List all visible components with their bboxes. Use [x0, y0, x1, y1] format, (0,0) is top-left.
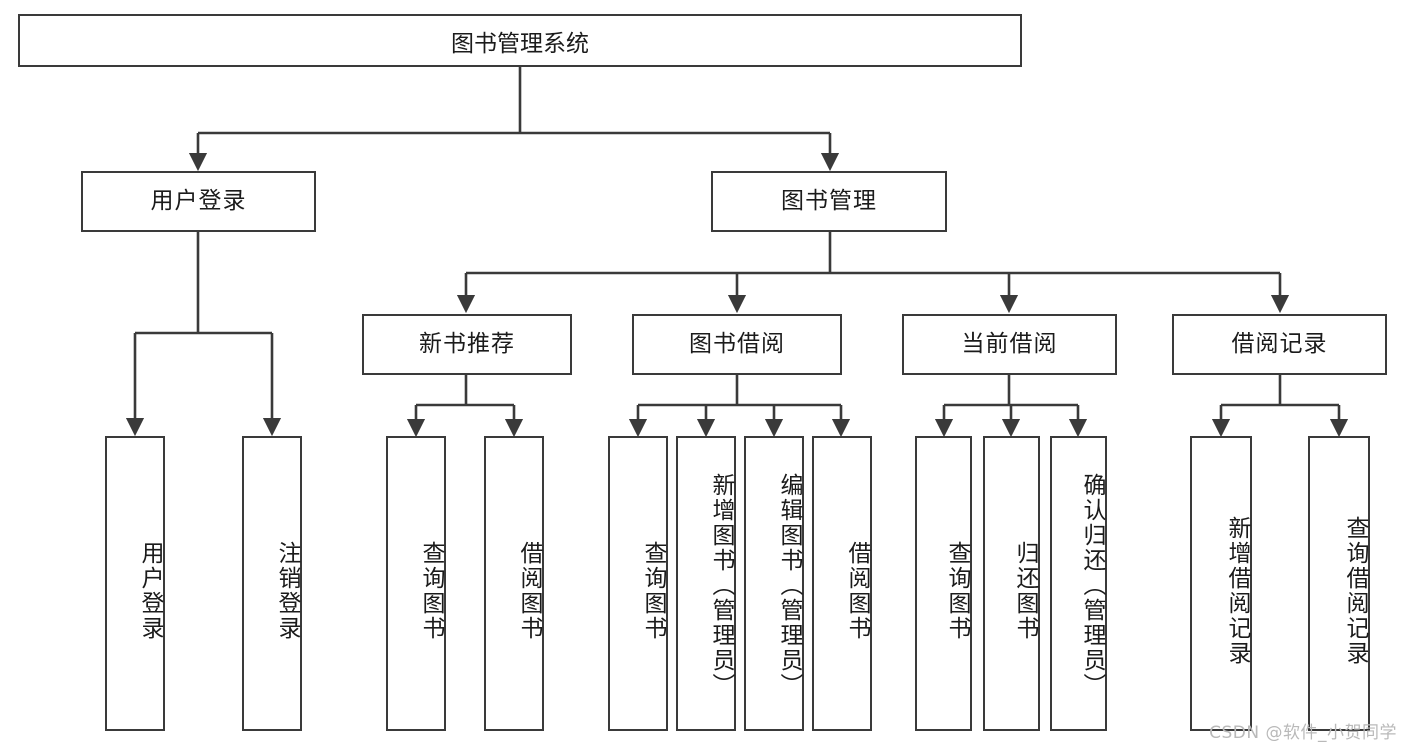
node-new-book-recommend-label: 新书推荐 — [419, 330, 515, 357]
leaf-borrow-book-1-label: 借阅图书 — [516, 540, 542, 641]
leaf-borrow-book-2-label: 借阅图书 — [844, 540, 870, 641]
leaf-logout[interactable]: 注销登录 — [242, 436, 302, 731]
node-book-borrow-label: 图书借阅 — [689, 330, 785, 357]
leaf-borrow-book-2[interactable]: 借阅图书 — [812, 436, 872, 731]
node-book-manage[interactable]: 图书管理 — [711, 171, 947, 232]
leaf-query-record-label: 查询借阅记录 — [1342, 515, 1368, 666]
leaf-add-record-label: 新增借阅记录 — [1224, 515, 1250, 666]
leaf-confirm-return-label: 确认归还（管理员） — [1079, 473, 1105, 698]
leaf-query-book-3-label: 查询图书 — [944, 540, 970, 641]
leaf-query-book-2[interactable]: 查询图书 — [608, 436, 668, 731]
leaf-user-login-label: 用户登录 — [137, 540, 163, 641]
node-current-borrow[interactable]: 当前借阅 — [902, 314, 1117, 375]
leaf-query-book-2-label: 查询图书 — [640, 540, 666, 641]
leaf-add-book[interactable]: 新增图书（管理员） — [676, 436, 736, 731]
node-book-borrow[interactable]: 图书借阅 — [632, 314, 842, 375]
node-borrow-record-label: 借阅记录 — [1231, 330, 1328, 357]
leaf-return-book[interactable]: 归还图书 — [983, 436, 1040, 731]
leaf-edit-book-label: 编辑图书（管理员） — [776, 473, 802, 698]
leaf-confirm-return[interactable]: 确认归还（管理员） — [1050, 436, 1107, 731]
node-user-login-label: 用户登录 — [150, 187, 247, 214]
node-root[interactable]: 图书管理系统 — [18, 14, 1022, 67]
node-current-borrow-label: 当前借阅 — [961, 330, 1058, 357]
node-user-login[interactable]: 用户登录 — [81, 171, 316, 232]
leaf-add-record[interactable]: 新增借阅记录 — [1190, 436, 1252, 731]
leaf-query-record[interactable]: 查询借阅记录 — [1308, 436, 1370, 731]
leaf-borrow-book-1[interactable]: 借阅图书 — [484, 436, 544, 731]
leaf-logout-label: 注销登录 — [274, 540, 300, 641]
leaf-add-book-label: 新增图书（管理员） — [708, 473, 734, 698]
node-borrow-record[interactable]: 借阅记录 — [1172, 314, 1387, 375]
leaf-user-login[interactable]: 用户登录 — [105, 436, 165, 731]
leaf-query-book-1[interactable]: 查询图书 — [386, 436, 446, 731]
leaf-return-book-label: 归还图书 — [1012, 540, 1038, 641]
leaf-query-book-1-label: 查询图书 — [418, 540, 444, 641]
node-book-manage-label: 图书管理 — [781, 187, 877, 214]
node-root-label: 图书管理系统 — [451, 30, 589, 57]
leaf-query-book-3[interactable]: 查询图书 — [915, 436, 972, 731]
node-new-book-recommend[interactable]: 新书推荐 — [362, 314, 572, 375]
leaf-edit-book[interactable]: 编辑图书（管理员） — [744, 436, 804, 731]
